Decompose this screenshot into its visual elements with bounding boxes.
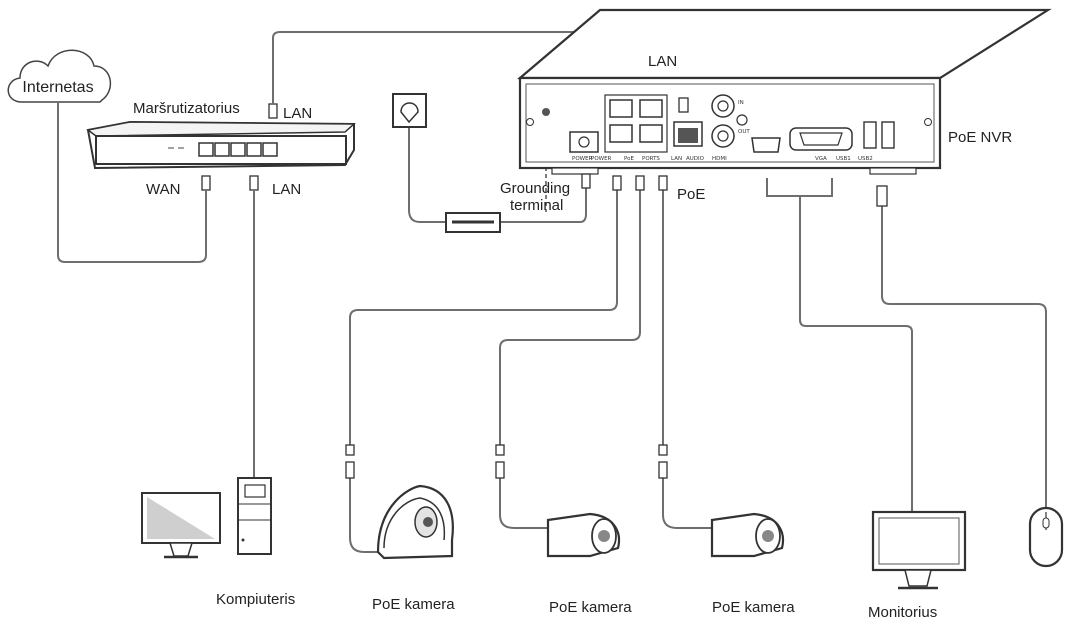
nvr-port-hdmi: HDMI bbox=[712, 156, 727, 162]
cable-poe-camera-2 bbox=[499, 190, 641, 455]
router-lan-bottom-label: LAN bbox=[272, 181, 301, 198]
nvr-cable-plugs bbox=[581, 173, 888, 207]
router-ports bbox=[198, 142, 278, 157]
cables bbox=[57, 31, 1047, 553]
cable-mouse bbox=[881, 206, 1047, 508]
nvr-port-usb1: USB1 bbox=[836, 156, 851, 162]
nvr-port-in: IN bbox=[738, 100, 744, 106]
mouse-icon bbox=[1028, 506, 1064, 568]
router-label: Maršrutizatorius bbox=[133, 100, 240, 117]
power-socket-icon bbox=[392, 93, 427, 128]
router-wan-label: WAN bbox=[146, 181, 180, 198]
grounding-label-2: terminal bbox=[510, 197, 563, 214]
computer-label: Kompiuteris bbox=[216, 591, 295, 608]
computer-monitor-icon bbox=[141, 492, 221, 559]
camera-1-label: PoE kamera bbox=[372, 596, 455, 613]
nvr-port-usb2: USB2 bbox=[858, 156, 873, 162]
router-icon bbox=[86, 120, 356, 170]
nvr-lan-label: LAN bbox=[648, 53, 677, 70]
internet-label: Internetas bbox=[22, 79, 93, 96]
monitor-label: Monitorius bbox=[868, 604, 937, 621]
cable-poe-camera-1 bbox=[349, 190, 618, 455]
cable-power-nvr bbox=[500, 176, 587, 223]
bullet-camera-3-icon bbox=[710, 512, 785, 558]
grounding-label-1: Grounding bbox=[500, 180, 570, 197]
nvr-port-out: OUT bbox=[738, 129, 750, 135]
power-adapter-icon bbox=[445, 212, 501, 233]
nvr-port-vga: VGA bbox=[815, 156, 827, 162]
nvr-port-audio: AUDIO bbox=[686, 156, 705, 162]
cable-internet-wan bbox=[57, 102, 207, 263]
dome-camera-icon bbox=[376, 484, 454, 560]
nvr-port-poe: PoE bbox=[624, 156, 634, 162]
router-lan-top-label: LAN bbox=[283, 105, 312, 122]
nvr-device-icon bbox=[517, 8, 1052, 175]
camera-2-label: PoE kamera bbox=[549, 599, 632, 616]
nvr-label: PoE NVR bbox=[948, 129, 1012, 146]
bullet-camera-2-icon bbox=[546, 512, 621, 558]
nvr-port-ports: PORTS bbox=[642, 156, 660, 162]
poe-label: PoE bbox=[677, 186, 705, 203]
camera-cable-connectors bbox=[345, 444, 668, 479]
nvr-port-power-2: POWER bbox=[591, 156, 612, 162]
monitor-icon bbox=[871, 510, 967, 590]
cable-power-wall bbox=[408, 118, 446, 223]
nvr-lan-plug bbox=[678, 97, 689, 113]
nvr-port-power: POWER bbox=[572, 156, 593, 162]
cable-monitor bbox=[766, 178, 833, 197]
internet-cloud-icon bbox=[7, 49, 112, 103]
nvr-port-lan: LAN bbox=[671, 156, 682, 162]
nvr-port-labels: POWER POWER PoE PORTS LAN AUDIO HDMI VGA… bbox=[572, 100, 873, 162]
computer-tower-icon bbox=[237, 477, 272, 555]
camera-3-label: PoE kamera bbox=[712, 599, 795, 616]
